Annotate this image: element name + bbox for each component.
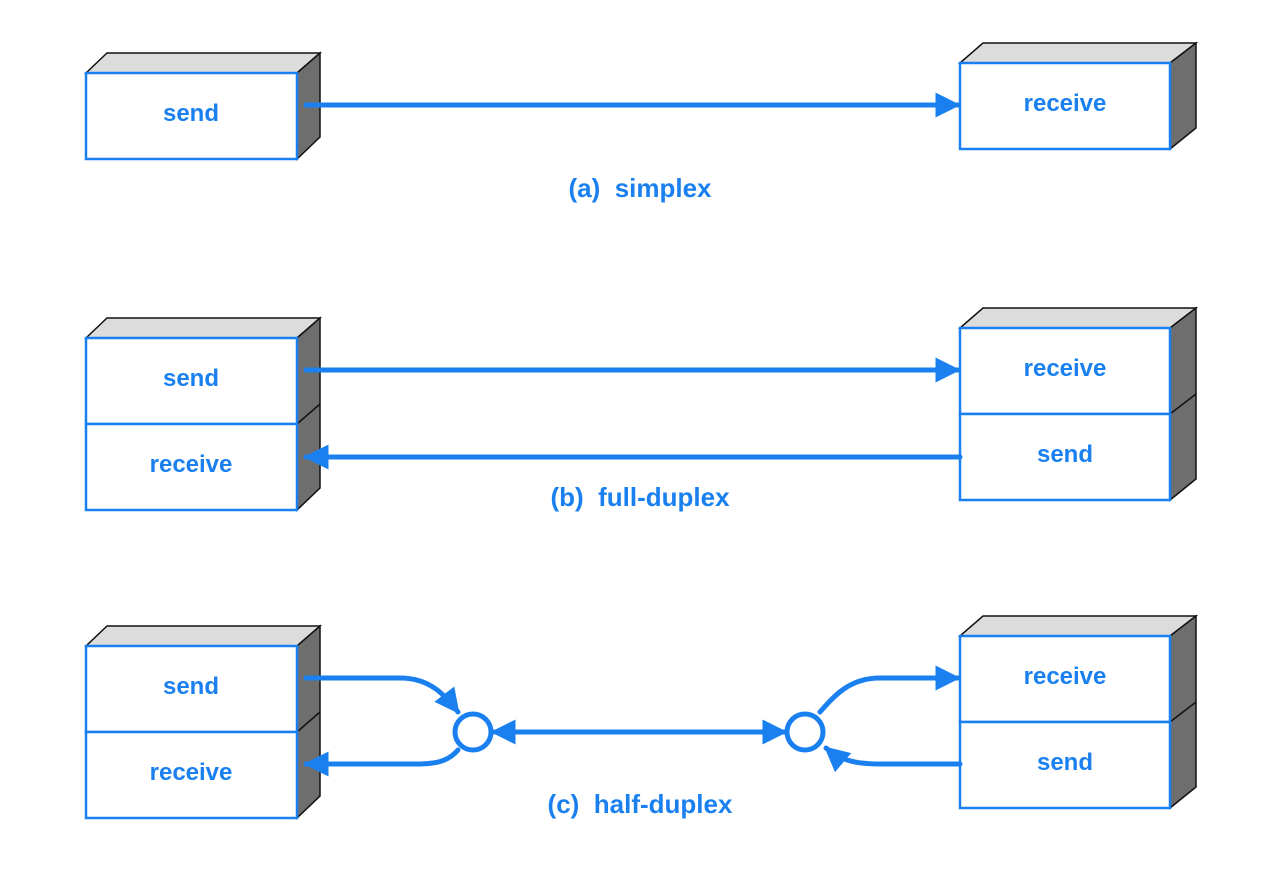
half-duplex-right-receive-curve (817, 665, 961, 715)
half-duplex-right-box: receive send (957, 614, 1199, 810)
full-duplex-left-receive-label: receive (150, 451, 233, 478)
full-duplex-right-box: receive send (957, 306, 1199, 502)
half-duplex-caption: (c) half-duplex (548, 789, 733, 819)
full-duplex-right-receive-label: receive (1024, 355, 1107, 382)
simplex-left-send-label: send (163, 100, 219, 127)
full-duplex-caption: (b) full-duplex (550, 482, 730, 512)
half-duplex-left-box: send receive (84, 624, 323, 820)
half-duplex-left-receive-label: receive (150, 759, 233, 786)
simplex-right-box: receive (957, 41, 1199, 151)
half-duplex-right-send-label: send (1037, 749, 1093, 776)
half-duplex-left-receive-curve (303, 747, 461, 777)
half-duplex-section: send receive receive send (c) half-duple… (84, 614, 1199, 820)
half-duplex-right-receive-label: receive (1024, 663, 1107, 690)
full-duplex-right-send-label: send (1037, 441, 1093, 468)
half-duplex-right-send-curve (823, 745, 963, 773)
simplex-left-box: send (84, 51, 323, 161)
simplex-section: send receive (a) simplex (84, 41, 1199, 203)
half-duplex-left-send-curve (303, 675, 461, 715)
simplex-right-receive-label: receive (1024, 90, 1107, 117)
half-duplex-left-send-label: send (163, 673, 219, 700)
simplex-caption: (a) simplex (568, 173, 712, 203)
half-duplex-right-switch-node (784, 711, 826, 753)
full-duplex-left-box: send receive (84, 316, 323, 512)
full-duplex-section: send receive receive send (b) full-duple… (84, 306, 1199, 512)
full-duplex-left-send-label: send (163, 365, 219, 392)
half-duplex-left-switch-node (452, 711, 494, 753)
